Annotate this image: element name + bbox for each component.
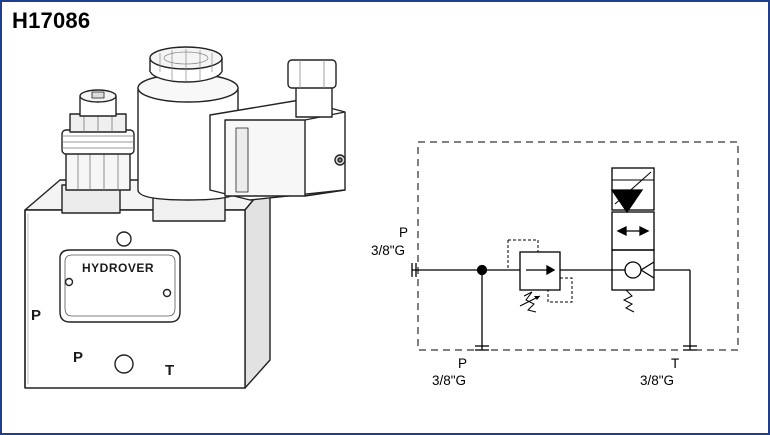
solenoid-valve-symbol xyxy=(610,167,655,313)
inlet-label: P xyxy=(399,225,408,240)
port-t-size: 3/8"G xyxy=(640,373,674,388)
solenoid-connector xyxy=(209,59,346,201)
port-p-size: 3/8"G xyxy=(432,373,466,388)
inlet-size: 3/8"G xyxy=(371,243,405,258)
valve-drawing xyxy=(24,46,346,389)
junction-dot xyxy=(476,264,488,276)
front-port-hole xyxy=(114,354,134,374)
side-port-label: P xyxy=(31,307,41,324)
port-p-label: P xyxy=(458,356,467,371)
front-port-t-label: T xyxy=(165,362,174,379)
schematic-enclosure xyxy=(417,141,739,351)
pressure-cartridge xyxy=(61,89,135,214)
product-code: H17086 xyxy=(12,8,91,33)
hydraulic-schematic xyxy=(411,141,739,351)
nameplate-text: HYDROVER xyxy=(82,261,154,275)
nameplate xyxy=(59,249,181,323)
pressure-valve-symbol xyxy=(507,239,573,313)
front-port-p-label: P xyxy=(73,349,83,366)
mounting-hole-top xyxy=(116,231,132,247)
port-t-label: T xyxy=(671,356,679,371)
